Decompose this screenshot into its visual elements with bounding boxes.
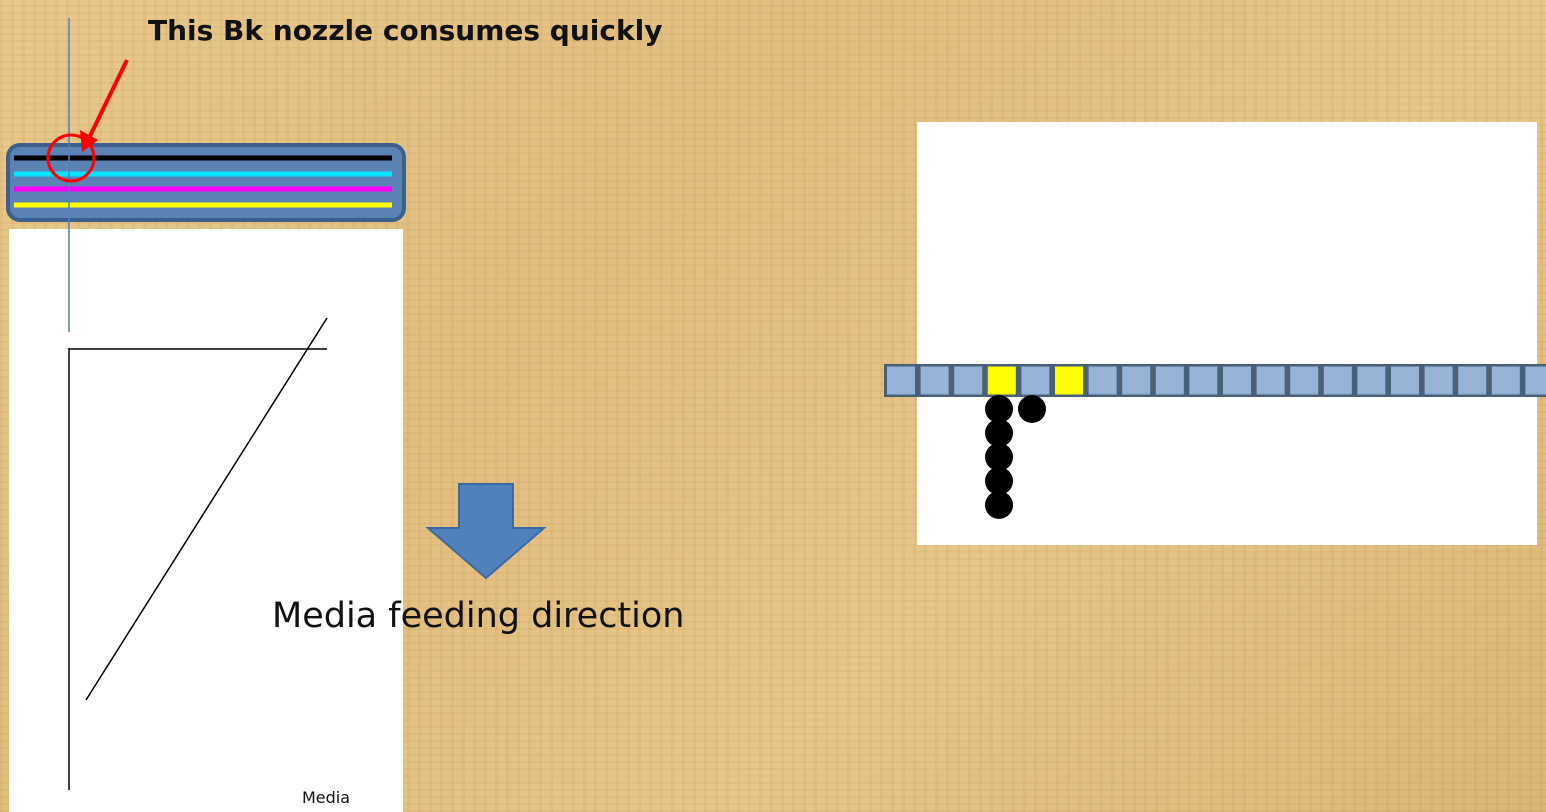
- ink-dot: [985, 395, 1013, 423]
- nozzle-cell: [1223, 366, 1251, 395]
- media-label: Media: [302, 788, 351, 807]
- print-head: [6, 143, 406, 222]
- nozzle-cell: [1391, 366, 1419, 395]
- nozzle-cell: [1290, 366, 1319, 395]
- printed-seven-figure: [68, 317, 328, 790]
- nozzle-cell: [1424, 366, 1453, 395]
- figure-diagonal-stroke: [85, 317, 328, 701]
- ink-dot: [985, 491, 1013, 519]
- callout-text: This Bk nozzle consumes quickly: [148, 14, 663, 47]
- nozzle-cell-active: [1055, 366, 1083, 395]
- nozzle-strip: [884, 364, 1546, 397]
- ink-dot: [985, 443, 1013, 471]
- feed-direction-arrow: [425, 483, 547, 580]
- nozzle-cell: [1155, 366, 1184, 395]
- nozzle-cell: [954, 366, 983, 395]
- nozzle-cell: [1458, 366, 1487, 395]
- nozzle-cell: [1525, 366, 1546, 395]
- nozzle-cell: [1021, 366, 1050, 395]
- feed-direction-label: Media feeding direction: [272, 596, 685, 636]
- nozzle-cell: [1491, 366, 1520, 395]
- worn-nozzle-circle: [46, 133, 96, 183]
- nozzle-cell: [1323, 366, 1352, 395]
- nozzle-cell: [1357, 366, 1386, 395]
- ink-dot-pattern: [985, 395, 1046, 519]
- ink-dot: [985, 467, 1013, 495]
- nozzle-cell: [1122, 366, 1151, 395]
- print-head-body: [6, 143, 406, 222]
- nozzle-cell-active: [987, 366, 1016, 395]
- nozzle-cell: [1256, 366, 1285, 395]
- nozzle-detail-panel: [917, 122, 1537, 545]
- ink-dot: [985, 419, 1013, 447]
- nozzle-cell: [887, 366, 915, 395]
- nozzle-cell: [1189, 366, 1218, 395]
- callout-arrow: [80, 59, 129, 152]
- nozzle-cell: [920, 366, 949, 395]
- ink-dot-offset: [1018, 395, 1046, 423]
- media-sheet: [9, 229, 403, 812]
- nozzle-cell: [1088, 366, 1117, 395]
